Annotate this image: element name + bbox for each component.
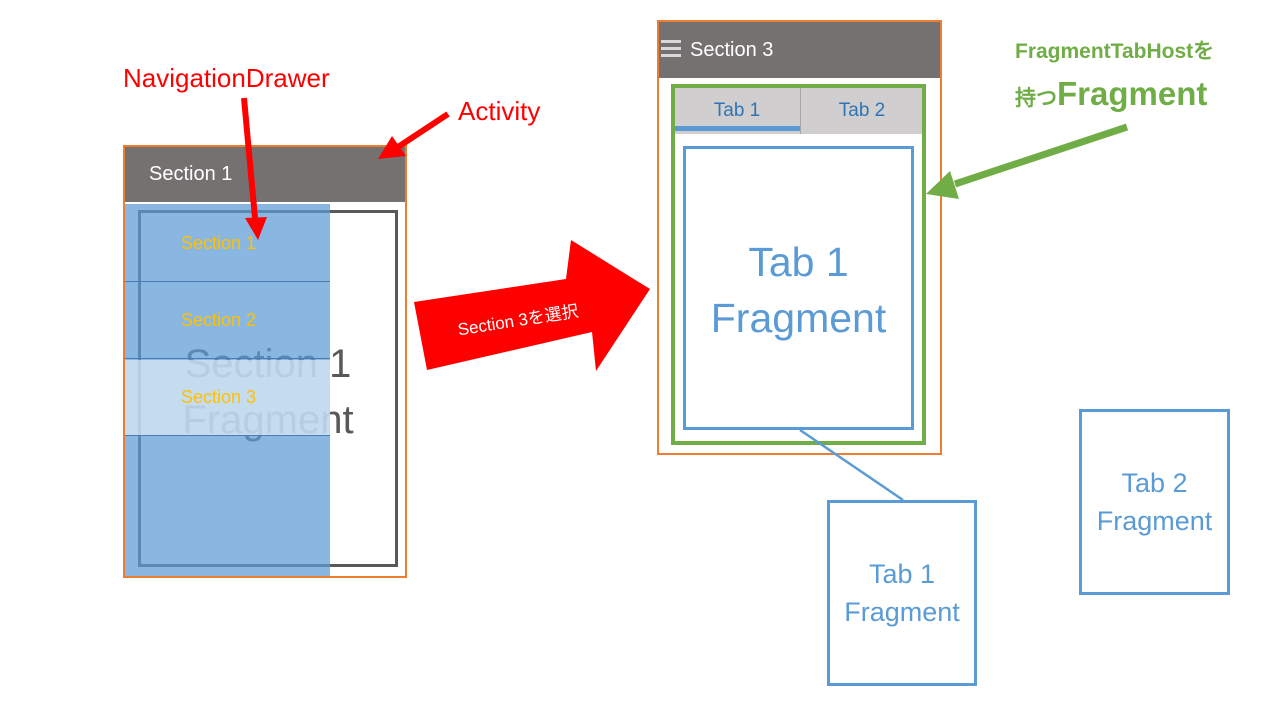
detached-tab2-fragment-label: Tab 2 Fragment — [1082, 464, 1227, 540]
tabhost-arrow-shaft — [953, 123, 1129, 188]
tabhost-label-line1: FragmentTabHostを — [1015, 40, 1215, 63]
drawer-arrow-head — [245, 217, 267, 240]
hamburger-icon-line — [661, 54, 681, 57]
detached-tab2-fragment-box — [1079, 409, 1230, 595]
tabhost-label-main: Fragment — [1057, 75, 1208, 112]
detached-tab1-fragment-label: Tab 1 Fragment — [830, 555, 974, 631]
detached-tab1-line1: Tab 1 — [868, 559, 936, 589]
drawer-arrow-shaft — [241, 97, 258, 219]
tab-selected-indicator — [675, 126, 800, 131]
tab1-fragment-line1: Tab 1 — [748, 239, 849, 285]
activity-arrow-head — [378, 136, 406, 159]
hamburger-icon-line — [661, 47, 681, 50]
tab1-fragment-box — [683, 146, 914, 430]
drawer-item-section1[interactable]: Section 1 — [181, 233, 257, 253]
toolbar-title-right: Section 3 — [690, 39, 774, 61]
navigation-drawer-label: NavigationDrawer — [123, 63, 330, 93]
drawer-selected-highlight — [125, 360, 330, 435]
activity-label: Activity — [458, 96, 541, 126]
tab-divider — [800, 88, 801, 134]
tabhost-label-prefix: 持つ — [1015, 87, 1057, 110]
toolbar-left — [125, 147, 405, 202]
drawer-item-section3[interactable]: Section 3 — [181, 387, 257, 407]
hamburger-icon[interactable] — [661, 40, 681, 43]
drawer-item-section2[interactable]: Section 2 — [181, 310, 257, 330]
toolbar-right — [659, 22, 940, 78]
detached-tab1-fragment-box — [827, 500, 977, 686]
drawer-divider — [125, 281, 330, 282]
detached-tab1-line2: Fragment — [844, 597, 960, 627]
tab1-fragment-line2: Fragment — [710, 295, 887, 341]
tab1-fragment-label: Tab 1 Fragment — [686, 234, 911, 346]
tabhost-label-line2: 持つFragment — [1015, 74, 1207, 121]
select-block-arrow — [414, 240, 650, 371]
tabhost-arrow-head — [926, 171, 959, 199]
tab-1[interactable]: Tab 1 — [713, 100, 761, 121]
connector-line — [799, 428, 904, 502]
detached-tab2-line1: Tab 2 — [1121, 468, 1188, 498]
detached-tab2-line2: Fragment — [1096, 506, 1213, 536]
drawer-divider — [125, 358, 330, 359]
toolbar-title-left: Section 1 — [149, 163, 233, 185]
tabhost-fragment-box — [671, 84, 926, 445]
drawer-divider — [125, 435, 330, 436]
activity-arrow-shaft — [396, 111, 450, 150]
tab-2[interactable]: Tab 2 — [838, 100, 886, 121]
